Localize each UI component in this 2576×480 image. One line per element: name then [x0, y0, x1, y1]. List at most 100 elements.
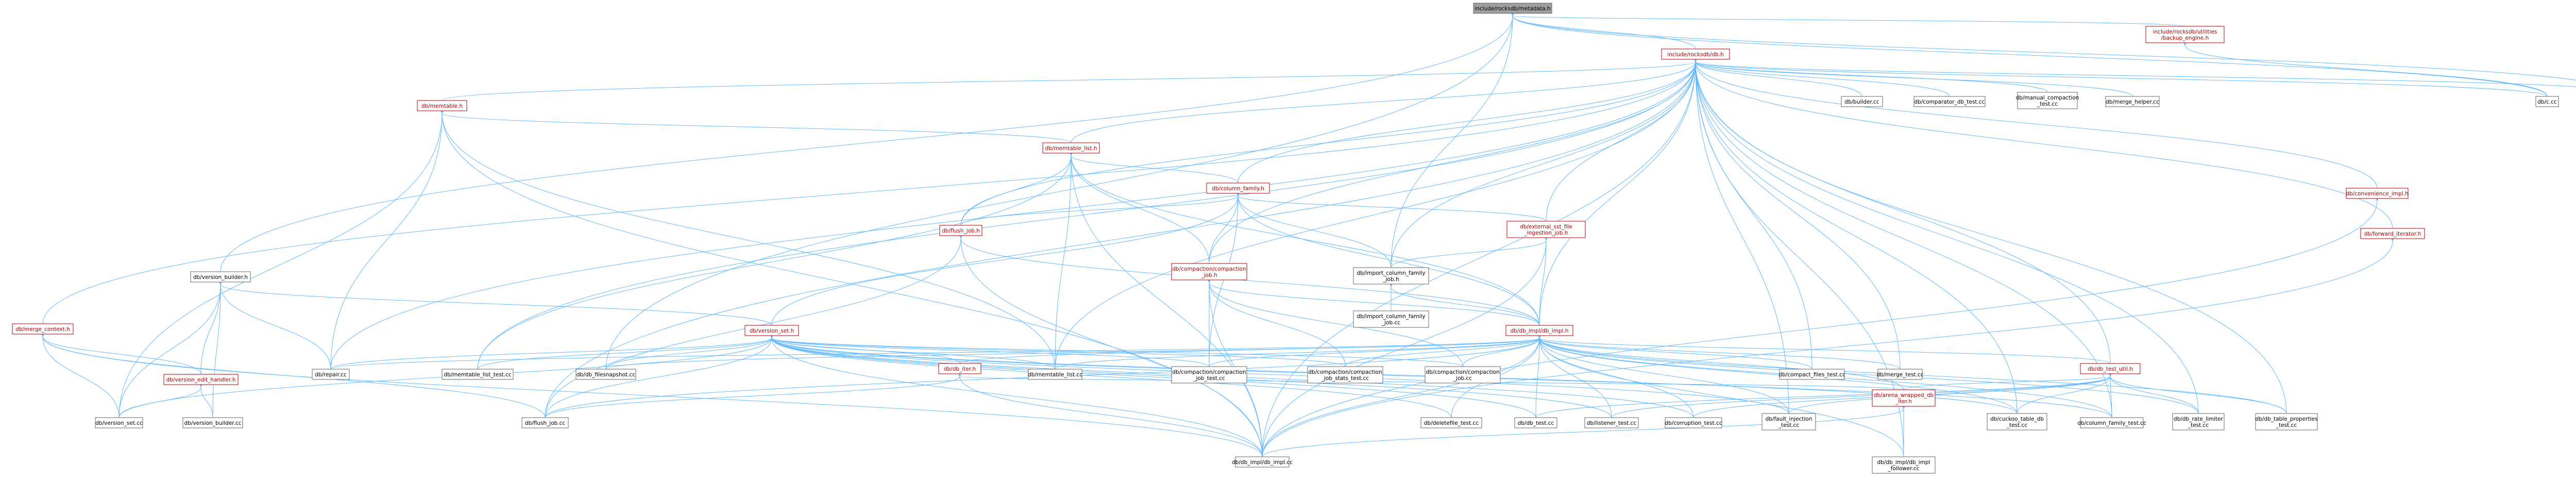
edge-db-db-impl-db-impl-cc-to-db-convenience-impl-h [1262, 196, 2380, 457]
node-box [417, 100, 467, 111]
node-db-memtable-h[interactable]: db/memtable.h [417, 100, 467, 111]
edge-db-import-column-family-job-h-to-db-column-family-h [1235, 191, 1392, 268]
node-db-version-builder-h[interactable]: db/version_builder.h [190, 271, 251, 283]
edge-db-db-impl-db-impl-cc-to-db-arena-wrapped-db-iter-h [1262, 404, 1906, 457]
node-db-forward-iterator-h[interactable]: db/forward_iterator.h [2360, 228, 2425, 239]
node-box [1028, 369, 1082, 380]
node-db-listener-test-cc[interactable]: db/listener_test.cc [1584, 417, 1639, 428]
node-box [1779, 369, 1845, 380]
node-db-corruption-test-cc[interactable]: db/corruption_test.cc [1665, 417, 1722, 428]
node-db-cuckoo-table-db-test-cc[interactable]: db/cuckoo_table_db_test.cc [1987, 413, 2047, 431]
edge-db-db-impl-db-impl-cc-to-db-forward-iterator-h [1262, 236, 2395, 457]
node-db-column-family-h[interactable]: db/column_family.h [1206, 183, 1270, 194]
edge-db-version-set-cc-to-db-merge-context-h [40, 332, 120, 418]
edge-db-db-rate-limiter-test-cc-to-db-db-impl-db-impl-h [1537, 333, 2199, 414]
node-label: db/cuckoo_table_db [1990, 416, 2044, 422]
node-db-db-impl-db-impl-follower-cc[interactable]: db/db_impl/db_impl_follower.cc [1872, 456, 1936, 474]
node-label: /backup_engine.h [2161, 35, 2209, 41]
node-box [521, 417, 569, 428]
node-box [1042, 142, 1100, 154]
node-db-column-family-test-cc[interactable]: db/column_family_test.cc [2077, 417, 2146, 428]
node-db-version-set-cc[interactable]: db/version_set.cc [95, 417, 143, 428]
node-db-import-column-family-job-h[interactable]: db/import_column_family_job.h [1353, 267, 1429, 285]
node-db-arena-wrapped-db-iter-h[interactable]: db/arena_wrapped_db_iter.h [1872, 389, 1936, 407]
node-db-version-edit-handler-h[interactable]: db/version_edit_handler.h [163, 374, 239, 385]
node-label: _test.cc [2037, 101, 2058, 107]
node-db-import-column-family-job-cc[interactable]: db/import_column_family_job.cc [1353, 310, 1429, 328]
edge-db-version-edit-handler-h-to-db-version-builder-h [200, 279, 223, 375]
node-db-memtable-list-cc[interactable]: db/memtable_list.cc [1028, 369, 1082, 380]
node-db-compaction-compaction-job-stats-test-cc[interactable]: db/compaction/compaction_job_stats_test.… [1307, 366, 1383, 384]
node-include-rocksdb-utilities-backup-engine-h[interactable]: include/rocksdb/utilities/backup_engine.… [2145, 26, 2225, 43]
node-db-convenience-impl-h[interactable]: db/convenience_impl.h [2346, 188, 2409, 199]
node-db-compaction-compaction-job-test-cc[interactable]: db/compaction/compaction_job_test.cc [1171, 366, 1247, 384]
node-db-fault-injection-test-cc[interactable]: db/fault_injection_test.cc [1761, 413, 1816, 431]
node-db-memtable-list-h[interactable]: db/memtable_list.h [1042, 142, 1100, 154]
node-db-compaction-compaction-job-h[interactable]: db/compaction/compaction_job.h [1171, 263, 1247, 280]
node-include-rocksdb-metadata-h[interactable]: include/rocksdb/metadata.h [1473, 3, 1552, 14]
node-db-db-rate-limiter-test-cc[interactable]: db/db_rate_limiter_test.cc [2172, 413, 2225, 431]
node-box [744, 325, 799, 336]
node-db-merge-helper-cc[interactable]: db/merge_helper.cc [2105, 96, 2160, 107]
edge-db-db-test-cc-to-db-version-set-h [769, 333, 1536, 418]
edge-db-merge-context-h-to-include-rocksdb-db-h [42, 57, 1698, 324]
node-db-version-set-h[interactable]: db/version_set.h [744, 325, 799, 336]
node-box [1987, 413, 2047, 431]
node-db-db-table-properties-test-cc[interactable]: db/db_table_properties_test.cc [2255, 413, 2318, 431]
node-label: db/flush_job.cc [525, 420, 566, 426]
node-label: db/memtable_list.h [1045, 145, 1097, 152]
node-label: db/builder.cc [1844, 99, 1879, 105]
node-db-compaction-compaction-job-cc[interactable]: db/compaction/compaction_job.cc [1425, 366, 1501, 384]
node-db-db-iter-h[interactable]: db/db_iter.h [938, 363, 981, 374]
node-label: db/db_impl/db_impl [1877, 459, 1930, 466]
edge-db-flush-job-cc-to-include-rocksdb-db-h [545, 57, 1698, 418]
node-db-version-builder-cc[interactable]: db/version_builder.cc [182, 417, 243, 428]
node-db-db-impl-db-impl-cc[interactable]: db/db_impl/db_impl.cc [1232, 456, 1293, 468]
node-db-db-test-util-h[interactable]: db/db_test_util.h [2080, 363, 2141, 374]
node-box [575, 369, 636, 380]
node-db-db-impl-db-impl-h[interactable]: db/db_impl/db_impl.h [1505, 325, 1573, 336]
node-box [163, 374, 239, 385]
node-db-compact-files-test-cc[interactable]: db/compact_files_test.cc [1778, 369, 1845, 380]
node-db-flush-job-h[interactable]: db/flush_job.h [939, 225, 982, 236]
node-db-repair-cc[interactable]: db/repair.cc [312, 369, 350, 380]
edge-db-db-table-properties-test-cc-to-include-rocksdb-db-h [1693, 57, 2287, 414]
node-db-builder-cc[interactable]: db/builder.cc [1841, 96, 1883, 107]
node-db-merge-context-h[interactable]: db/merge_context.h [12, 323, 74, 335]
node-box [1841, 96, 1883, 107]
edge-db-forward-iterator-h-to-include-rocksdb-db-h [1693, 57, 2393, 229]
node-db-manual-compaction-test-cc[interactable]: db/manual_compaction_test.cc [2016, 92, 2079, 109]
node-db-merge-test-cc[interactable]: db/merge_test.cc [1876, 369, 1924, 380]
edge-db-db-impl-db-impl-cc-to-db-db-iter-h [957, 371, 1263, 457]
node-label: db/repair.cc [315, 372, 347, 378]
edge-db-merge-test-cc-to-db-db-impl-db-impl-h [1537, 333, 1901, 370]
node-db-external-sst-file-ingestion-job-h[interactable]: db/external_sst_file_ingestion_job.h [1506, 221, 1586, 238]
edge-db-compaction-compaction-job-h-to-db-memtable-list-h [1069, 151, 1210, 264]
node-db-c-cc[interactable]: db/c.cc [2535, 96, 2559, 107]
edge-db-db-impl-db-impl-cc-to-db-memtable-list-h [1069, 151, 1263, 457]
edge-db-memtable-h-to-include-rocksdb-db-h [442, 57, 1698, 101]
node-box [2346, 188, 2409, 199]
node-box [442, 369, 514, 380]
node-box [2360, 228, 2425, 239]
edge-db-repair-cc-to-db-version-set-h [330, 333, 774, 370]
edge-db-version-builder-h-to-include-rocksdb-metadata-h [220, 11, 1515, 272]
node-label: db/version_set.h [750, 328, 794, 334]
edge-db-merge-helper-cc-to-include-rocksdb-db-h [1693, 57, 2133, 97]
node-db-memtable-list-test-cc[interactable]: db/memtable_list_test.cc [442, 369, 514, 380]
edge-db-flush-job-h-to-db-column-family-h [960, 191, 1241, 226]
node-box [938, 363, 981, 374]
node-db-db-test-cc[interactable]: db/db_test.cc [1514, 417, 1557, 428]
node-db-comparator-db-test-cc[interactable]: db/comparator_db_test.cc [1913, 96, 1986, 107]
edge-db-version-set-cc-to-db-version-builder-h [118, 279, 223, 418]
node-db-flush-job-cc[interactable]: db/flush_job.cc [521, 417, 569, 428]
edge-db-listener-test-cc-to-db-db-test-util-h [1611, 371, 2113, 418]
node-label: _job_test.cc [1193, 375, 1225, 382]
edge-db-merge-test-cc-to-include-rocksdb-db-h [1693, 57, 1901, 370]
edge-db-compaction-compaction-job-test-cc-to-db-db-impl-db-impl-h [1209, 333, 1542, 367]
node-db-deletefile-test-cc[interactable]: db/deletefile_test.cc [1420, 417, 1482, 428]
edge-db-column-family-h-to-db-memtable-list-h [1069, 151, 1239, 184]
node-include-rocksdb-db-h[interactable]: include/rocksdb/db.h [1661, 48, 1730, 60]
node-db-db-filesnapshot-cc[interactable]: db/db_filesnapshot.cc [575, 369, 636, 380]
edge-db-version-set-cc-to-db-memtable-h [118, 108, 445, 418]
